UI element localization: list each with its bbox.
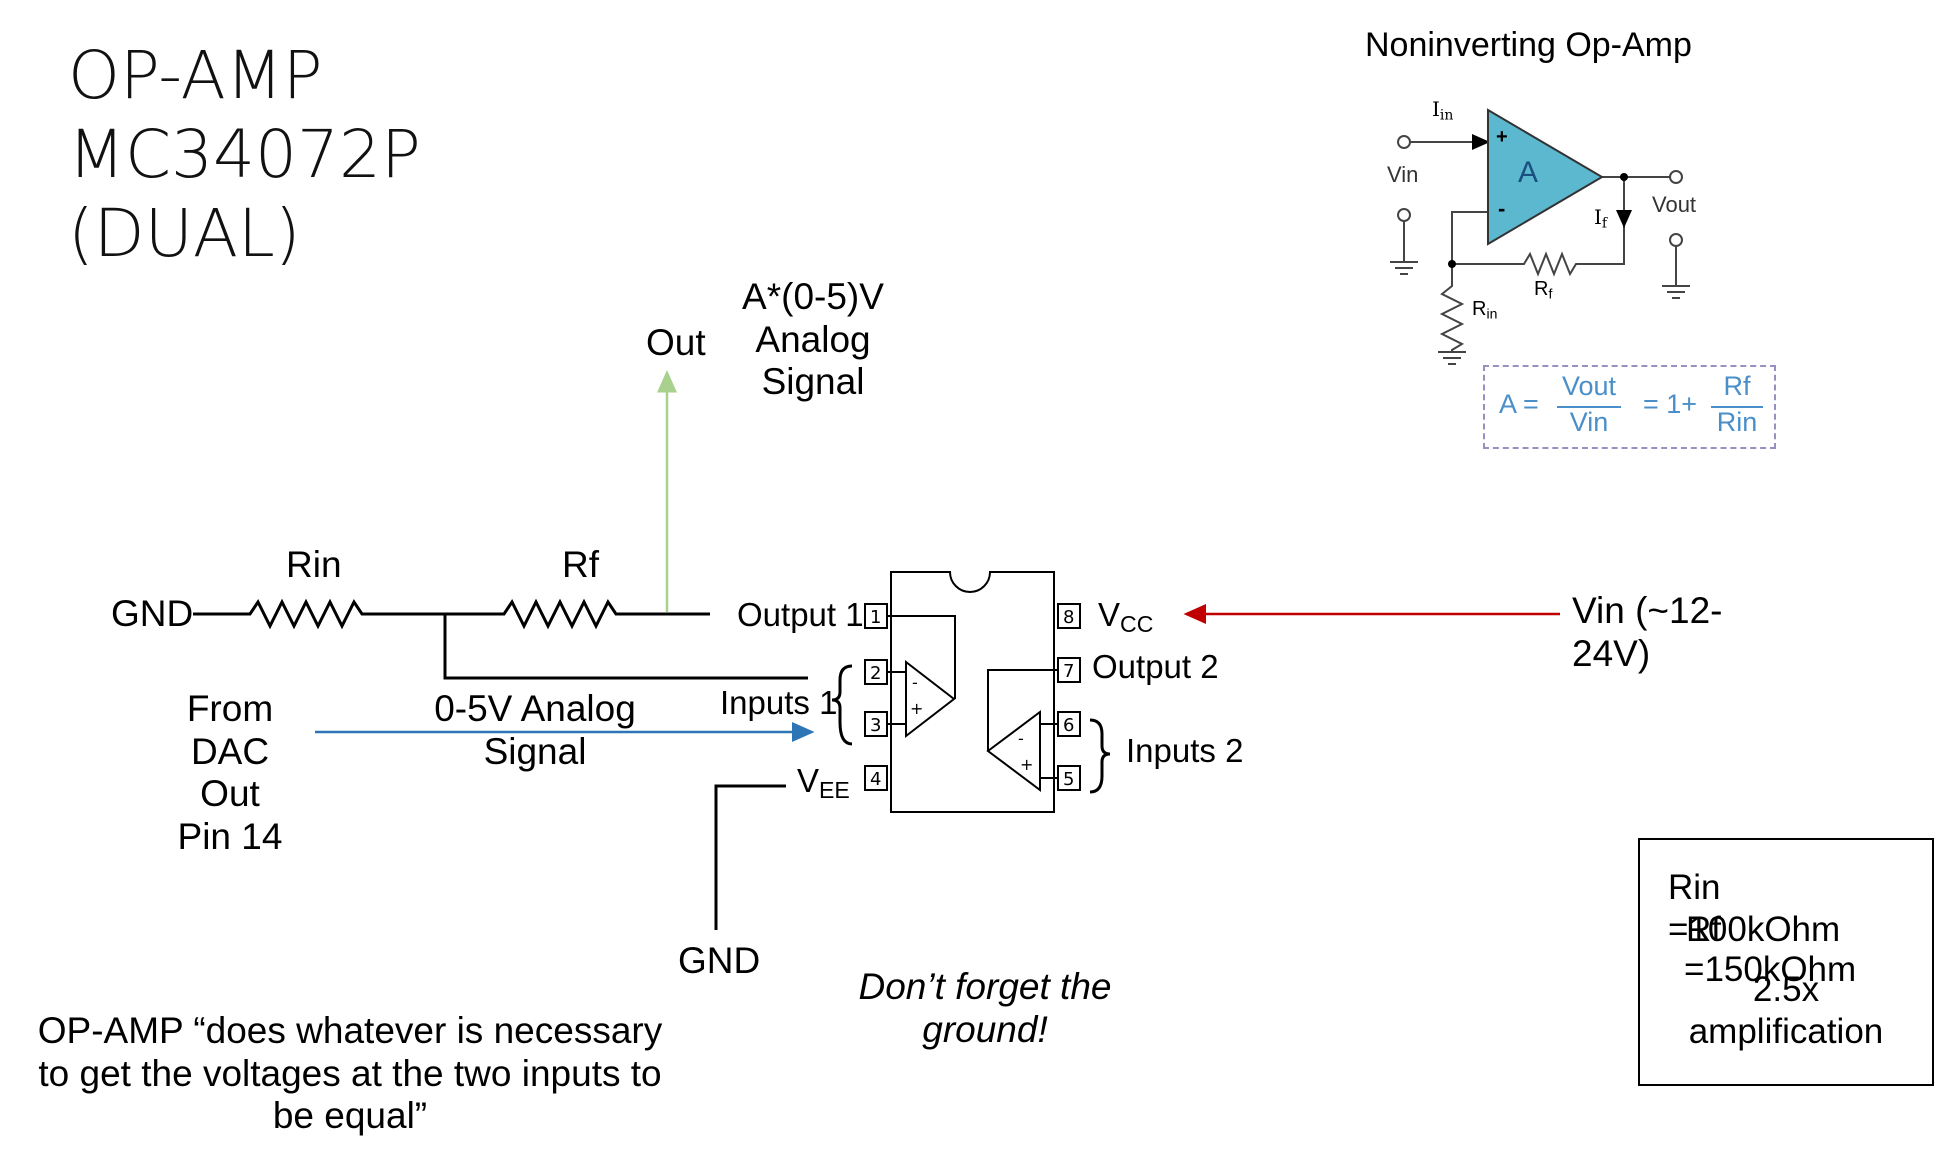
pin-8: 8: [1063, 607, 1074, 628]
formula-num2: Rf: [1723, 371, 1751, 401]
dac-line-2: DAC: [190, 730, 270, 772]
analog-in-line-2: Signal: [483, 730, 587, 772]
pin-7: 7: [1063, 661, 1074, 682]
ref-iin-text: I: [1432, 97, 1440, 121]
pin-numbers: 1 2 3 4 5 6 7 8: [870, 607, 1074, 790]
pin-6: 6: [1063, 715, 1074, 736]
dac-line-3: Out: [200, 773, 260, 815]
op-amp-1-icon: [887, 615, 956, 739]
quote-line-2: to get the voltages at the two inputs to: [38, 1052, 662, 1094]
vee-sub: EE: [819, 776, 850, 803]
values-rf-line-1: Rf: [1686, 910, 1721, 949]
formula-bar1: [1557, 406, 1621, 408]
rf-label: Rf: [562, 544, 599, 585]
title-line-2: MC34072P: [68, 116, 421, 194]
analog-in-line-1: 0-5V Analog: [434, 688, 636, 729]
values-rin-line-2: =100kOhm: [1668, 910, 1841, 949]
inputs1-brace-icon: [831, 664, 853, 746]
vcc-label: VCC: [1098, 596, 1153, 637]
vcc-sub: CC: [1120, 610, 1154, 637]
reminder-line-2: ground!: [922, 1008, 1048, 1050]
title-line-1: OP-AMP: [68, 37, 323, 114]
ref-rf: Rf: [1534, 278, 1552, 302]
pin-3: 3: [870, 715, 881, 736]
vee-text: V: [797, 762, 820, 799]
ref-iin-sub: in: [1439, 107, 1454, 124]
analog-in-label: 0-5V Analog Signal: [420, 688, 650, 773]
chip-pins: [864, 603, 1081, 791]
formula-num1: Vout: [1561, 371, 1617, 401]
formula-den1: Vin: [1569, 407, 1609, 437]
ref-vout: Vout: [1652, 192, 1697, 217]
gain-formula: A = Vout Vin = 1+ Rf Rin: [1483, 365, 1776, 449]
quote-line-1: OP-AMP “does whatever is necessary: [37, 1010, 663, 1051]
feedback-wire: [443, 614, 808, 680]
out-signal-line-1: A*(0-5)V: [742, 276, 884, 317]
ref-if-sub: f: [1601, 215, 1608, 232]
values-gain-line-1: 2.5x: [1752, 970, 1820, 1009]
formula-bar2: [1711, 406, 1763, 408]
op1-minus: -: [912, 673, 918, 692]
opamp-quote: OP-AMP “does whatever is necessary to ge…: [20, 1010, 680, 1138]
vee-ground-wire: [714, 784, 786, 930]
out-signal-line-2: Analog: [755, 318, 871, 360]
out-signal-line-3: Signal: [761, 361, 865, 403]
ref-iin: Iin: [1432, 98, 1453, 124]
op2-plus: +: [1020, 755, 1033, 774]
rin-label: Rin: [286, 544, 342, 585]
dac-label: From DAC Out Pin 14: [160, 688, 300, 858]
ref-rin-sub: in: [1486, 305, 1498, 322]
ref-amp-letter: A: [1518, 156, 1539, 189]
output1-label: Output 1: [737, 596, 864, 633]
dac-line-1: From: [186, 688, 274, 729]
dac-line-4: Pin 14: [177, 815, 283, 857]
out-signal-label: A*(0-5)V Analog Signal: [724, 276, 902, 404]
reminder-line-1: Don’t forget the: [858, 966, 1112, 1007]
pin-1: 1: [870, 607, 881, 628]
chip-body: [890, 571, 1055, 813]
formula-den2: Rin: [1716, 407, 1758, 437]
pin-5: 5: [1063, 769, 1074, 790]
vin-supply-line-2: 24V): [1572, 632, 1651, 674]
ref-plus: +: [1496, 126, 1508, 148]
rin-resistor-icon: [193, 598, 448, 630]
ref-rin-text: R: [1472, 298, 1487, 320]
op-amp-2-icon: [986, 669, 1058, 792]
rf-resistor-icon: [448, 598, 710, 630]
component-values-box: Rin =100kOhm Rf =150kOhm 2.5x amplificat…: [1638, 838, 1934, 1086]
formula-a-eq: A =: [1499, 389, 1539, 419]
vee-label: VEE: [797, 762, 850, 803]
title-line-3: (DUAL): [68, 195, 301, 273]
page-title: OP-AMP MC34072P (DUAL): [68, 36, 421, 274]
vcc-text: V: [1098, 596, 1121, 633]
output2-label: Output 2: [1092, 648, 1219, 685]
op2-minus: -: [1018, 729, 1024, 748]
ref-rf-sub: f: [1548, 285, 1553, 302]
inputs2-label: Inputs 2: [1126, 732, 1244, 769]
ref-rf-text: R: [1534, 278, 1549, 300]
inputs2-brace-icon: [1089, 718, 1111, 794]
vin-supply-label: Vin (~12- 24V): [1572, 590, 1723, 675]
ground-reminder: Don’t forget the ground!: [840, 966, 1130, 1051]
values-rin-line-1: Rin: [1668, 868, 1721, 907]
pin-4: 4: [870, 769, 881, 790]
values-gain-line-2: amplification: [1688, 1012, 1884, 1051]
ref-minus: -: [1498, 196, 1506, 221]
reference-title: Noninverting Op-Amp: [1365, 26, 1692, 64]
ref-if: If: [1594, 206, 1607, 232]
vin-supply-line-1: Vin (~12-: [1572, 590, 1723, 631]
inputs1-label: Inputs 1: [720, 684, 838, 721]
gnd-bottom-label: GND: [678, 940, 761, 981]
formula-eq-one-plus: = 1+: [1643, 389, 1698, 419]
ref-if-text: I: [1594, 205, 1602, 229]
values-rf-line-2: =150kOhm: [1684, 950, 1857, 989]
ref-vin: Vin: [1387, 162, 1419, 187]
out-label: Out: [646, 322, 706, 363]
gnd-left-label: GND: [111, 593, 194, 634]
ref-rin: Rin: [1472, 298, 1497, 322]
op1-plus: +: [910, 699, 923, 718]
quote-line-3: be equal”: [272, 1095, 428, 1137]
pin-2: 2: [870, 663, 881, 684]
